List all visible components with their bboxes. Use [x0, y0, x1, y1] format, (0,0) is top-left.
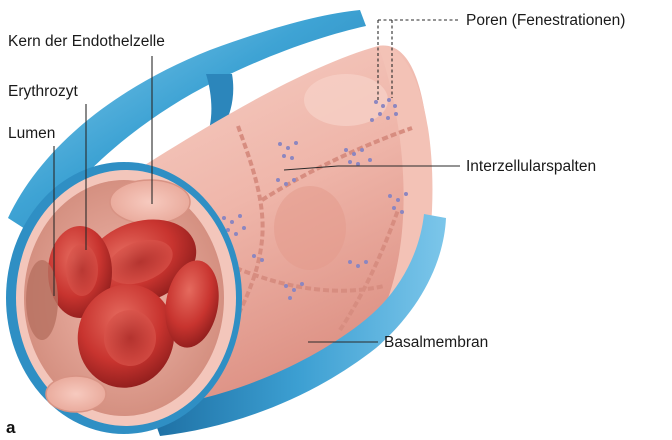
panel-label: a — [6, 418, 16, 437]
label-nucleus: Kern der Endothelzelle — [8, 33, 165, 50]
endothelial-nucleus — [110, 180, 190, 224]
label-pores: Poren (Fenestrationen) — [466, 12, 625, 29]
endothelial-nucleus-surface-2 — [304, 74, 388, 126]
label-clefts: Interzellularspalten — [466, 158, 596, 175]
endothelial-nucleus-bottom — [46, 376, 106, 412]
label-basement: Basalmembran — [384, 334, 488, 351]
label-lumen: Lumen — [8, 125, 55, 142]
label-erythrocyte: Erythrozyt — [8, 83, 78, 100]
endothelial-nucleus-surface — [274, 186, 346, 270]
